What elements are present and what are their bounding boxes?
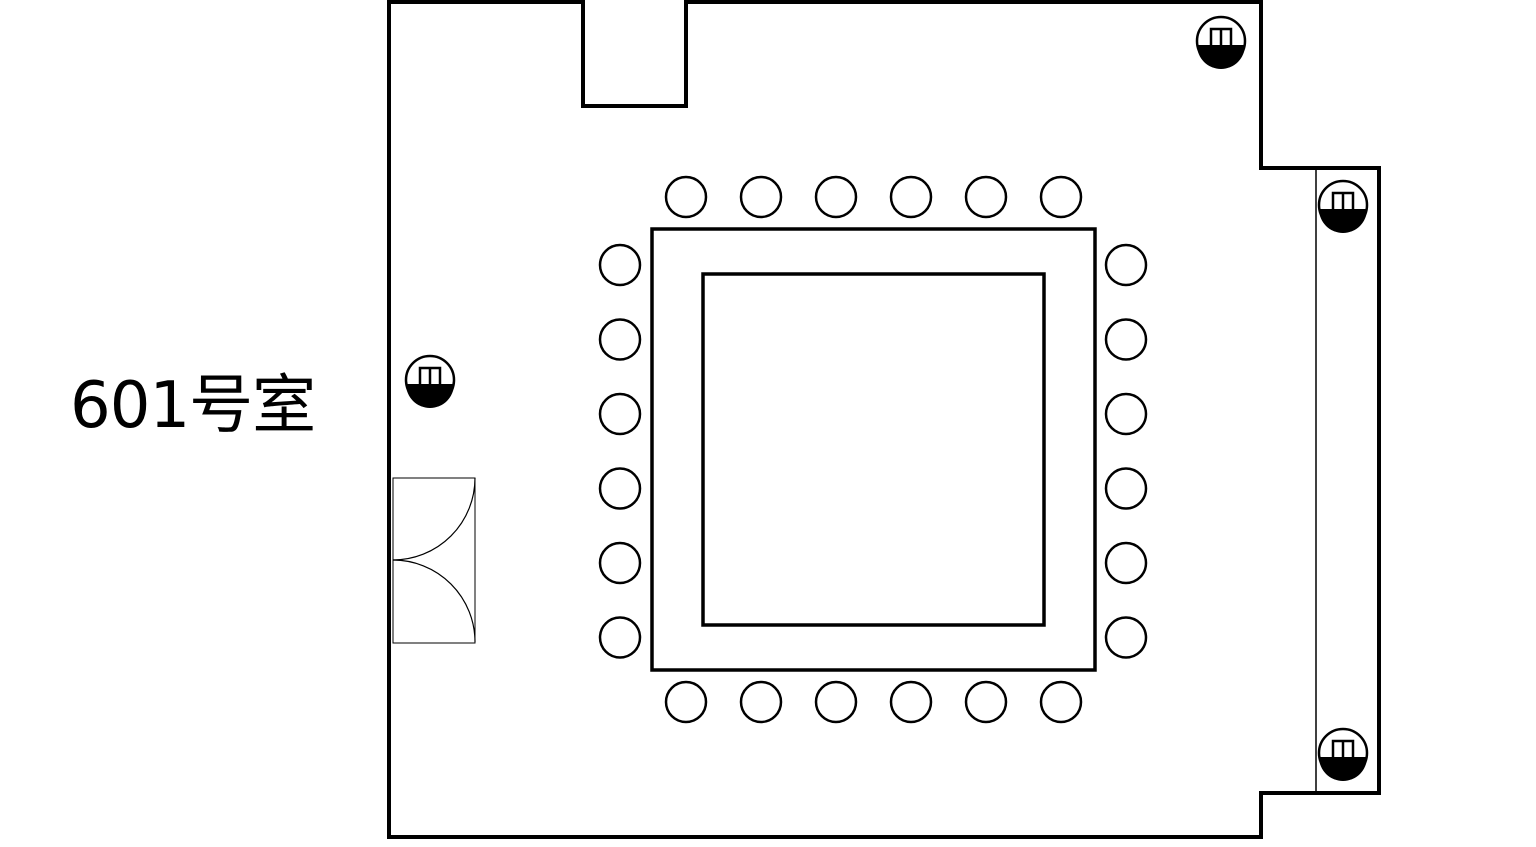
- chair-icon: [1039, 680, 1083, 724]
- outlet-icon: [1195, 15, 1247, 69]
- table-inner: [701, 272, 1046, 627]
- chair-icon: [598, 318, 642, 361]
- outlet-icon: [404, 354, 456, 408]
- chair-icon: [739, 175, 783, 219]
- outlet-icon: [1317, 727, 1369, 781]
- room-wall: [387, 0, 1381, 839]
- outlet-icon: [1317, 179, 1369, 233]
- table-outer: [650, 227, 1097, 672]
- chairs-group: [598, 175, 1148, 724]
- chair-icon: [739, 680, 783, 724]
- chair-icon: [1104, 318, 1148, 361]
- chair-icon: [598, 243, 642, 287]
- chair-icon: [814, 680, 858, 724]
- chair-icon: [664, 175, 708, 219]
- chair-icon: [964, 680, 1008, 724]
- room-label: 601号室: [70, 369, 316, 443]
- outlets-group: [404, 15, 1369, 781]
- chair-icon: [1104, 467, 1148, 510]
- chair-icon: [889, 175, 933, 219]
- chair-icon: [598, 541, 642, 585]
- chair-icon: [598, 467, 642, 510]
- chair-icon: [1104, 616, 1148, 659]
- chair-icon: [1104, 392, 1148, 436]
- chair-icon: [964, 175, 1008, 219]
- chair-icon: [814, 175, 858, 219]
- chair-icon: [664, 680, 708, 724]
- chair-icon: [598, 616, 642, 659]
- door-icon: [392, 477, 476, 644]
- chair-icon: [1039, 175, 1083, 219]
- chair-icon: [1104, 541, 1148, 585]
- chair-icon: [598, 392, 642, 436]
- chair-icon: [1104, 243, 1148, 287]
- chair-icon: [889, 680, 933, 724]
